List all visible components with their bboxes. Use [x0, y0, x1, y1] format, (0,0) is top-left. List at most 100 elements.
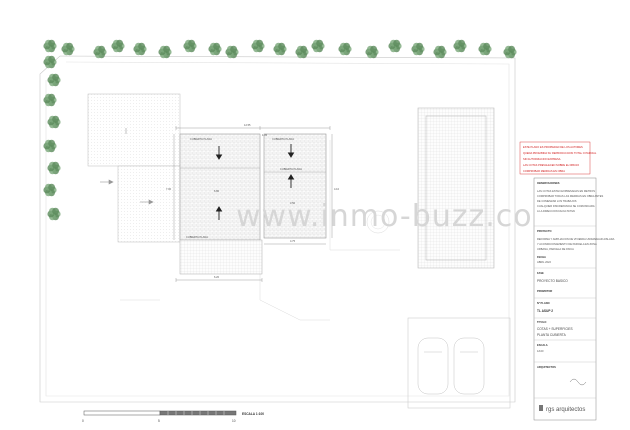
tree-icon — [43, 55, 57, 69]
dimension-label: 4.10 — [334, 187, 340, 191]
tree-icon — [47, 115, 61, 129]
tree-icon — [93, 45, 107, 59]
tree-icon — [158, 45, 172, 59]
tree-icon — [411, 42, 425, 56]
observations-label: OBSERVACIONES — [537, 181, 560, 185]
title-block: OBSERVACIONES LAS COTAS ESTAN EXPRESADAS… — [533, 177, 615, 421]
dimension-label: 7.00 — [166, 187, 172, 191]
project-line: Y ACONDICIONAMIENTO DE PARCELA EN ZONA — [537, 242, 597, 246]
dimension-label: 6.80 — [214, 189, 220, 193]
tree-icon — [61, 42, 75, 56]
tree-icon — [43, 139, 57, 153]
project-line: REFORMA Y AMPLIACION DE VIVIENDA UNIFAMI… — [537, 237, 615, 241]
dimension-label: 12.55 — [244, 123, 251, 127]
site-boundary — [39, 55, 516, 403]
scale-tick: 10 — [232, 419, 236, 423]
tree-icon — [251, 39, 265, 53]
tree-icon — [295, 45, 309, 59]
tree-icon — [43, 93, 57, 107]
roof-east — [263, 133, 327, 239]
watermark: www.inmo-buzz.com — [236, 199, 563, 234]
date-value: ABRIL 2022 — [537, 260, 551, 264]
observations-line: A LA DIRECCION FACULTATIVA — [537, 209, 575, 213]
tree-icon — [388, 39, 402, 53]
roof-main — [179, 133, 261, 241]
project-line: URBANA, PARCELA DE FINCA — [537, 247, 574, 251]
plan-no-value: TL ASUP 2 — [537, 309, 553, 313]
observations-line: CUALQUIER DISCREPANCIA SE COMUNICARA — [537, 204, 595, 208]
title-line: PLANTA CUBIERTA — [537, 333, 567, 337]
tree-icon — [111, 39, 125, 53]
scale-tick: 0 — [82, 419, 84, 423]
tree-icon — [183, 39, 197, 53]
project-label: PROYECTO — [537, 229, 552, 233]
dimension-label: 6.20 — [214, 275, 220, 279]
scale-label: ESCALA — [537, 343, 548, 347]
tree-icon — [133, 42, 147, 56]
pool-outline — [417, 107, 495, 269]
slope-label: CUBIERTA PLANA — [280, 167, 302, 171]
plan-no-label: Nº PLANO — [537, 301, 550, 305]
dimension-labels: 12.55 6.20 4.75 7.00 4.10 6.80 3.50 1.05 — [166, 123, 340, 279]
title-label: TITULO — [537, 320, 546, 324]
tree-row — [43, 39, 517, 221]
notice-line: QUEDA PROHIBIDA SU REPRODUCCION TOTAL O … — [523, 151, 597, 155]
slope-arrows — [100, 128, 295, 220]
notice-line: LAS COTAS PREVALECEN SOBRE EL DIBUJO — [523, 163, 579, 167]
notice-line: SIN AUTORIZACION EXPRESA — [523, 157, 561, 161]
tree-icon — [47, 73, 61, 87]
notice-box: ESTE PLANO ES PROPIEDAD DE LOS AUTORES Q… — [519, 141, 597, 175]
tree-icon — [311, 39, 325, 53]
signature-mark — [569, 378, 587, 386]
firm-logo-icon — [539, 405, 543, 411]
observations-line: DE COMENZAR LOS TRABAJOS — [537, 199, 577, 203]
scale-bar-label: ESCALA 1:100 — [242, 412, 264, 416]
tree-icon — [208, 42, 222, 56]
title-line: COTAS + SUPERFICIES — [537, 327, 573, 331]
scale-bar: 0 5 10 ESCALA 1:100 — [82, 410, 264, 423]
slope-label: CUBIERTA PLANA — [272, 137, 294, 141]
firm-name: rgs arquitectos — [546, 407, 585, 413]
roof-plan — [87, 93, 327, 275]
tree-icon — [47, 207, 61, 221]
tree-icon — [478, 42, 492, 56]
observations-line: COMPROBAR TODAS LAS MEDIDAS EN OBRA ANTE… — [537, 194, 603, 198]
dimension-label: 1.05 — [262, 133, 268, 137]
dimension-label: 4.75 — [290, 239, 296, 243]
terrain-lines — [120, 140, 400, 321]
tree-icon — [453, 39, 467, 53]
observations-line: LAS COTAS ESTAN EXPRESADAS EN METROS — [537, 189, 595, 193]
date-label: FECHA — [537, 255, 546, 259]
arrow-right-icon — [140, 199, 154, 205]
roof-wing-west — [87, 93, 181, 167]
tree-icon — [365, 45, 379, 59]
parking-area — [407, 317, 511, 409]
arrow-up-icon — [287, 174, 295, 188]
scale-tick: 5 — [158, 419, 160, 423]
tree-icon — [433, 45, 447, 59]
arrow-up-icon — [215, 206, 223, 220]
tree-icon — [43, 183, 57, 197]
slope-label: CUBIERTA PLANA — [190, 137, 212, 141]
promoter-label: PROMOTOR — [537, 289, 552, 293]
tree-icon — [273, 42, 287, 56]
slope-labels: CUBIERTA PLANA CUBIERTA PLANA CUBIERTA P… — [186, 137, 302, 239]
arrow-down-icon — [215, 146, 223, 160]
dimension-lines — [173, 126, 333, 282]
tree-icon — [225, 45, 239, 59]
tree-icon — [43, 39, 57, 53]
roof-south — [179, 239, 263, 275]
tree-icon — [503, 45, 517, 59]
tree-icon — [338, 42, 352, 56]
arrow-down-icon — [287, 144, 295, 158]
scale-value: 1/100 — [537, 349, 544, 353]
arrow-right-icon — [100, 179, 114, 185]
phase-value: PROYECTO BASICO — [537, 279, 568, 283]
notice-line: COMPROBAR MEDIDAS EN OBRA — [523, 169, 565, 173]
tree-icon — [47, 161, 61, 175]
phase-label: FASE — [537, 271, 544, 275]
architects-label: ARQUITECTOS — [537, 365, 556, 369]
slope-label: CUBIERTA PLANA — [186, 235, 208, 239]
notice-line: ESTE PLANO ES PROPIEDAD DE LOS AUTORES — [523, 145, 583, 149]
